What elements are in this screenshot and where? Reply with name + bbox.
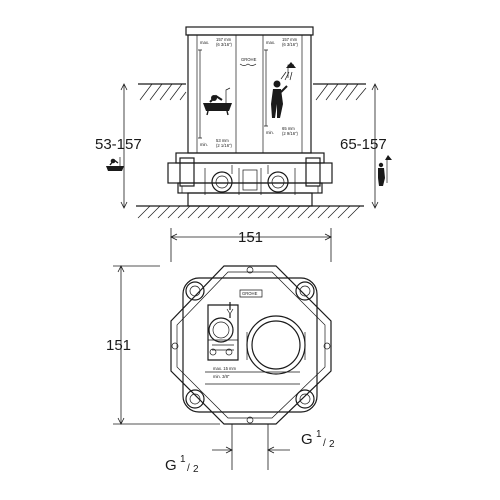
bathtub-small-icon [106, 157, 124, 171]
thread-label-right: G 1 / 2 [301, 429, 335, 450]
body-label-line1: max. 15 mm [213, 366, 237, 371]
thread-right-num: 1 [316, 429, 322, 440]
right-height-dimension: 65-157 [340, 136, 387, 153]
flange-brand: GROHE [242, 291, 258, 296]
right-max-label: max. [266, 40, 275, 45]
valve-body-flange: GROHE [170, 265, 332, 425]
left-min-inch: (2 1/16") [216, 143, 233, 148]
thread-label-left: G 1 / 2 [165, 454, 199, 475]
right-min-label: min. [266, 130, 274, 135]
thread-left-num: 1 [180, 454, 186, 465]
thread-right-letter: G [301, 431, 313, 448]
thread-left-slash: / [187, 463, 190, 474]
left-min-label: min. [200, 142, 208, 147]
upper-ground-hatch [138, 83, 367, 101]
thread-left-den: 2 [193, 464, 199, 475]
bathtub-icon [203, 87, 232, 116]
valve-inner-body: max. 15 mm min. 3/8" [205, 302, 306, 385]
valve-body-side [167, 152, 333, 207]
top-width-dimension: 151 [238, 229, 263, 246]
left-max-value: 157 mm [216, 37, 232, 42]
left-min-value: 53 mm [216, 138, 229, 143]
shower-small-icon [378, 155, 392, 186]
thread-right-den: 2 [329, 439, 335, 450]
brand-logo: GROHE [241, 57, 257, 62]
thread-right-slash: / [323, 438, 326, 449]
left-max-inch: (6 3/16") [216, 42, 233, 47]
right-min-value: 65 mm [282, 126, 295, 131]
left-max-label: max. [200, 40, 209, 45]
thread-left-letter: G [165, 457, 177, 474]
shower-icon [271, 62, 296, 118]
mounting-cover-box: max. 157 mm (6 3/16") min. 53 mm (2 1/16… [185, 26, 314, 154]
left-height-dimension: 53-157 [95, 136, 142, 153]
right-max-inch: (6 3/16") [282, 42, 299, 47]
top-view: 151 151 GROHE [106, 228, 335, 475]
right-min-inch: (2 9/16") [282, 131, 299, 136]
side-view: max. 157 mm (6 3/16") min. 53 mm (2 1/16… [95, 26, 392, 219]
body-label-line2: min. 3/8" [213, 374, 230, 379]
lower-ground-hatch [136, 205, 364, 219]
side-height-dimension: 151 [106, 337, 131, 354]
right-max-value: 157 mm [282, 37, 298, 42]
